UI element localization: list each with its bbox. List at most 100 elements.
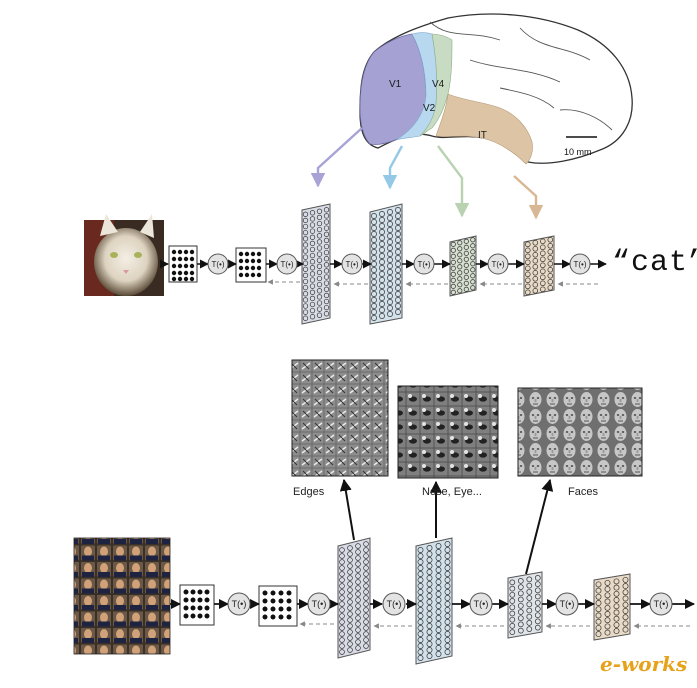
neuron-unit — [604, 617, 611, 624]
neuron-unit — [622, 626, 629, 633]
neuron-unit — [355, 543, 361, 549]
neuron-unit — [509, 629, 516, 635]
neuron-unit — [457, 270, 463, 276]
neuron-unit — [395, 219, 401, 225]
neuron-unit — [622, 583, 629, 590]
cat-image — [84, 214, 164, 296]
transform-label: T(•) — [232, 599, 247, 609]
neuron-unit — [450, 283, 456, 289]
neuron-unit — [371, 213, 377, 219]
neuron-unit — [457, 288, 463, 294]
neuron-unit — [309, 295, 316, 302]
neuron-unit — [463, 262, 469, 268]
v1-arrow — [310, 127, 363, 188]
top-layer-v4 — [449, 235, 477, 297]
neuron-unit — [444, 637, 451, 643]
neuron-unit — [435, 591, 442, 597]
top-layer-it — [523, 235, 555, 297]
neuron-unit — [371, 303, 377, 309]
neuron-unit — [339, 589, 345, 595]
neuron-unit — [417, 607, 424, 613]
neuron-unit — [395, 303, 401, 309]
neuron-unit — [363, 613, 369, 619]
neuron-unit — [417, 583, 424, 589]
transform-label: T(•) — [387, 599, 402, 609]
neuron-unit — [309, 283, 316, 289]
neuron-unit — [595, 581, 602, 588]
neuron-unit — [363, 559, 369, 565]
neuron-unit — [595, 618, 602, 625]
neuron-unit — [526, 601, 533, 608]
top-layer-v1 — [301, 203, 331, 325]
neuron-unit — [540, 244, 546, 251]
neuron-unit — [355, 585, 361, 591]
layer-dots — [171, 249, 195, 282]
neuron-unit — [355, 627, 361, 633]
neuron-unit — [371, 279, 377, 285]
neuron-unit — [339, 613, 345, 619]
neuron-unit — [363, 547, 369, 553]
neuron-unit — [302, 284, 309, 291]
neuron-unit — [525, 253, 531, 260]
neuron-unit — [517, 596, 524, 603]
v2-arrow — [382, 145, 404, 190]
neuron-unit — [426, 647, 433, 653]
neuron-unit — [534, 624, 541, 631]
neuron-unit — [309, 271, 316, 277]
edges-feature-arrow — [339, 478, 355, 541]
neuron-unit — [613, 609, 620, 616]
neuron-unit — [387, 263, 393, 269]
neuron-unit — [622, 620, 629, 627]
neuron-unit — [371, 249, 377, 255]
neuron-unit — [595, 593, 602, 600]
neuron-unit — [595, 606, 602, 613]
neuron-unit — [435, 609, 442, 615]
neuron-unit — [355, 561, 361, 567]
neuron-unit — [444, 601, 451, 607]
neuron-unit — [525, 259, 531, 266]
neuron-unit — [417, 577, 424, 583]
neuron-unit — [426, 629, 433, 635]
neuron-unit — [387, 215, 393, 221]
neuron-unit — [316, 269, 323, 276]
neuron-unit — [379, 313, 385, 319]
neuron-unit — [316, 294, 323, 300]
neuron-unit — [347, 629, 353, 635]
neuron-unit — [379, 289, 385, 295]
neuron-unit — [355, 621, 361, 627]
neuron-unit — [323, 286, 330, 292]
neuron-unit — [509, 591, 516, 598]
neuron-unit — [509, 604, 516, 611]
neuron-unit — [363, 625, 369, 631]
neuron-unit — [379, 241, 385, 247]
neuron-unit — [509, 623, 516, 629]
neuron-unit — [355, 645, 361, 651]
neuron-unit — [371, 231, 377, 237]
neuron-unit — [339, 577, 345, 583]
neuron-unit — [379, 229, 385, 235]
neuron-unit — [457, 246, 463, 252]
transform-node: T(•) — [307, 592, 331, 616]
neuron-unit — [417, 601, 424, 607]
neuron-unit — [387, 209, 393, 215]
neuron-unit — [355, 573, 361, 579]
neuron-unit — [302, 309, 309, 315]
neuron-unit — [540, 256, 546, 263]
neuron-unit — [509, 616, 516, 623]
neuron-unit — [379, 295, 385, 301]
transform-node: T(•) — [341, 253, 363, 275]
layer-neuron-dots — [339, 541, 629, 661]
neuron-unit — [316, 239, 323, 245]
bottom-layer-4 — [415, 537, 453, 665]
neuron-unit — [463, 238, 469, 244]
monkey-brain-illustration — [359, 13, 633, 165]
neuron-unit — [526, 607, 533, 614]
neuron-unit — [426, 563, 433, 569]
neuron-unit — [371, 225, 377, 231]
feature-label-edges: Edges — [293, 486, 325, 498]
transform-label: T(•) — [280, 260, 293, 269]
neuron-unit — [302, 291, 309, 297]
neuron-unit — [339, 643, 345, 649]
neuron-unit — [417, 649, 424, 655]
neuron-unit — [316, 275, 323, 282]
